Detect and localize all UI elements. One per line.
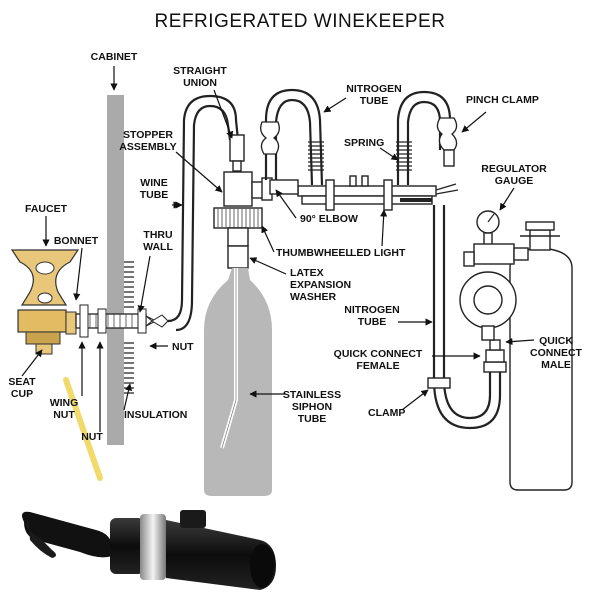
- label-regulator-2: GAUGE: [495, 175, 534, 187]
- label-latex-2: EXPANSION: [290, 279, 351, 291]
- stopper-assembly: [213, 171, 273, 269]
- diagram-title: REFRIGERATED WINEKEEPER: [155, 11, 446, 32]
- label-elbow: 90° ELBOW: [300, 213, 358, 225]
- leader-arrows: [21, 66, 535, 432]
- label-stopper-2: ASSEMBLY: [119, 141, 176, 153]
- label-nitrogen-tube-mid-2: TUBE: [358, 316, 387, 328]
- manifold-bar: [297, 175, 459, 211]
- label-quick-female-1: QUICK CONNECT: [334, 348, 423, 360]
- latex-expansion-washer: [227, 245, 249, 269]
- label-nut-right: NUT: [172, 341, 194, 353]
- label-stainless-2: SIPHON: [292, 401, 332, 413]
- spring-left: [308, 141, 324, 171]
- label-spring: SPRING: [344, 137, 384, 149]
- wine-tube: [167, 94, 240, 323]
- label-wine-tube-1: WINE: [140, 177, 167, 189]
- label-clamp: CLAMP: [368, 407, 405, 419]
- label-wing-nut-2: NUT: [53, 409, 75, 421]
- straight-union: [229, 134, 245, 162]
- label-regulator-1: REGULATOR: [481, 163, 547, 175]
- label-faucet: FAUCET: [25, 203, 68, 215]
- straw: [63, 377, 103, 481]
- black-wine-tap-handle-photo: [22, 510, 276, 590]
- label-quick-male-3: MALE: [541, 359, 571, 371]
- quick-connect-female: [485, 349, 505, 363]
- label-straight-union-1: STRAIGHT: [173, 65, 227, 77]
- nitrogen-tube-down: [432, 205, 502, 430]
- faucet-illustration: [10, 249, 80, 355]
- label-straight-union-2: UNION: [183, 77, 217, 89]
- ninety-degree-elbow: [269, 179, 299, 195]
- label-quick-female-2: FEMALE: [356, 360, 399, 372]
- label-nut-bottom: NUT: [81, 431, 103, 443]
- nitrogen-tube-right-loop: [396, 90, 452, 185]
- label-seat-cup-1: SEAT: [8, 376, 36, 388]
- label-seat-cup-2: CUP: [11, 388, 33, 400]
- label-cabinet: CABINET: [91, 51, 138, 63]
- label-quick-male-1: QUICK: [539, 335, 573, 347]
- label-nitrogen-tube-top-2: TUBE: [360, 95, 389, 107]
- label-nitrogen-tube-mid-1: NITROGEN: [344, 304, 399, 316]
- labels-layer: CABINET STRAIGHT UNION NITROGEN TUBE PIN…: [8, 51, 582, 443]
- label-nitrogen-tube-top-1: NITROGEN: [346, 83, 401, 95]
- spring-right: [396, 141, 412, 171]
- label-thumbwheel: THUMBWHEEL: [276, 247, 352, 259]
- clamp: [427, 377, 451, 389]
- regulator-gauge: [459, 210, 529, 341]
- faucet-shank: [75, 304, 169, 338]
- label-wing-nut-1: WING: [50, 397, 79, 409]
- label-stainless-3: TUBE: [298, 413, 327, 425]
- pinch-clamp-left: [260, 121, 280, 155]
- label-quick-male-2: CONNECT: [530, 347, 583, 359]
- label-latex-1: LATEX: [290, 267, 324, 279]
- label-stainless-1: STAINLESS: [283, 389, 341, 401]
- label-stopper-1: STOPPER: [123, 129, 173, 141]
- label-bonnet: BONNET: [54, 235, 99, 247]
- cabinet-wall: [107, 95, 124, 445]
- label-latex-3: WASHER: [290, 291, 337, 303]
- label-thru-wall-1: THRU: [143, 229, 172, 241]
- label-pinch-clamp: PINCH CLAMP: [466, 94, 539, 106]
- label-led-light: LED LIGHT: [350, 247, 406, 259]
- label-insulation: INSULATION: [124, 409, 187, 421]
- nitrogen-tube-top: [264, 88, 324, 186]
- insulation-coil: [124, 261, 134, 394]
- label-thru-wall-2: WALL: [143, 241, 173, 253]
- label-wine-tube-2: TUBE: [140, 189, 169, 201]
- led-light: [400, 198, 432, 202]
